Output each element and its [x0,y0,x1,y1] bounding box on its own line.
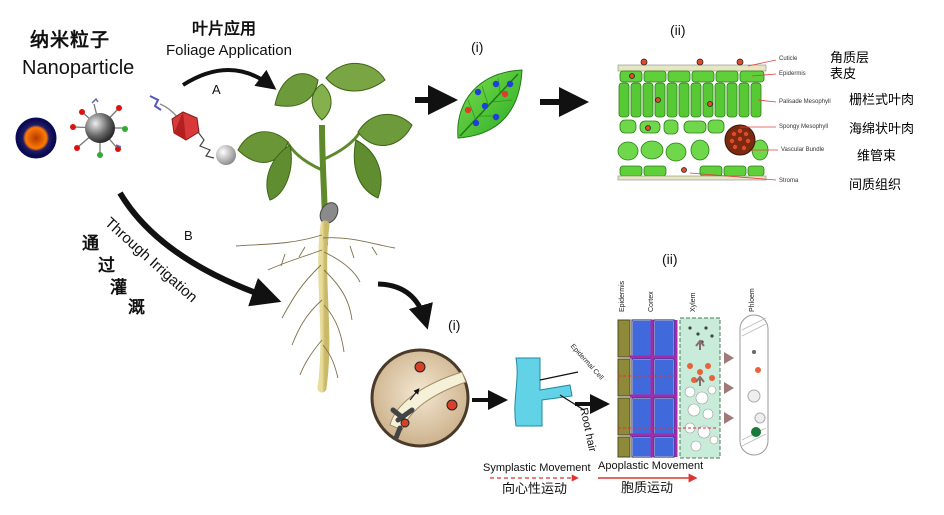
tissue-phloem-label: Phloem [749,288,756,312]
root-to-zoom-arrow [377,281,433,330]
layer-cuticle-en: Cuticle [779,56,798,62]
foliage-path-letter: A [212,82,221,97]
nanoparticle-core-shell [15,117,57,159]
layer-epidermis-en: Epidermis [779,71,806,77]
root-panel-i-label: (i) [448,317,461,333]
nanoparticle-label-cn: 纳米粒子 [30,29,111,51]
tissue-epidermis-label: Epidermis [619,280,626,312]
epidermal-cell-illustration [514,357,585,427]
irrigation-char-1: 通 [82,234,99,254]
layer-palisade-en: Palisade Mesophyll [779,99,831,105]
leaf-panel-i-label: (i) [471,39,484,55]
plant-illustration [235,63,413,393]
irrigation-arrow [117,191,282,307]
root-zoom-circle [370,348,470,448]
foliage-label-cn: 叶片应用 [192,19,257,38]
nanoparticle-label-en: Nanoparticle [22,57,135,79]
irrigation-path-letter: B [184,228,193,243]
layer-spongy-cn: 海绵状叶肉 [849,122,915,137]
symplastic-label-cn: 向心性运动 [502,482,568,497]
leaf-panel-ii-label: (ii) [670,22,686,38]
layer-epidermis-cn: 表皮 [830,67,857,82]
foliage-arrow [181,68,277,90]
nanoparticle-functionalized [70,97,128,158]
irrigation-char-2: 过 [98,256,115,276]
irrigation-char-4: 溉 [128,298,145,318]
foliage-label-en: Foliage Application [166,42,292,59]
layer-stroma-en: Stroma [779,178,799,184]
tissue-xylem-label: Xylem [690,292,697,312]
layer-vascular-en: Vascular Bundle [781,147,825,153]
leaf-cross-section [617,58,778,181]
apoplastic-label-en: Apoplastic Movement [598,460,704,472]
symplastic-label-en: Symplastic Movement [483,462,591,474]
nanoparticle-conjugate [149,95,236,165]
layer-vascular-cn: 维管束 [857,149,897,164]
irrigation-char-3: 灌 [110,278,127,298]
tissue-cortex-label: Cortex [648,291,655,312]
layer-cuticle-cn: 角质层 [830,51,870,66]
root-panel-ii-label: (ii) [662,251,678,267]
apoplastic-label-cn: 胞质运动 [621,481,674,496]
layer-stroma-cn: 间质组织 [849,178,902,193]
root-tissue-section [617,314,769,459]
layer-spongy-en: Spongy Mesophyll [779,124,829,130]
leaf-zoom-panel [457,69,523,139]
layer-palisade-cn: 栅栏式叶肉 [849,93,915,108]
